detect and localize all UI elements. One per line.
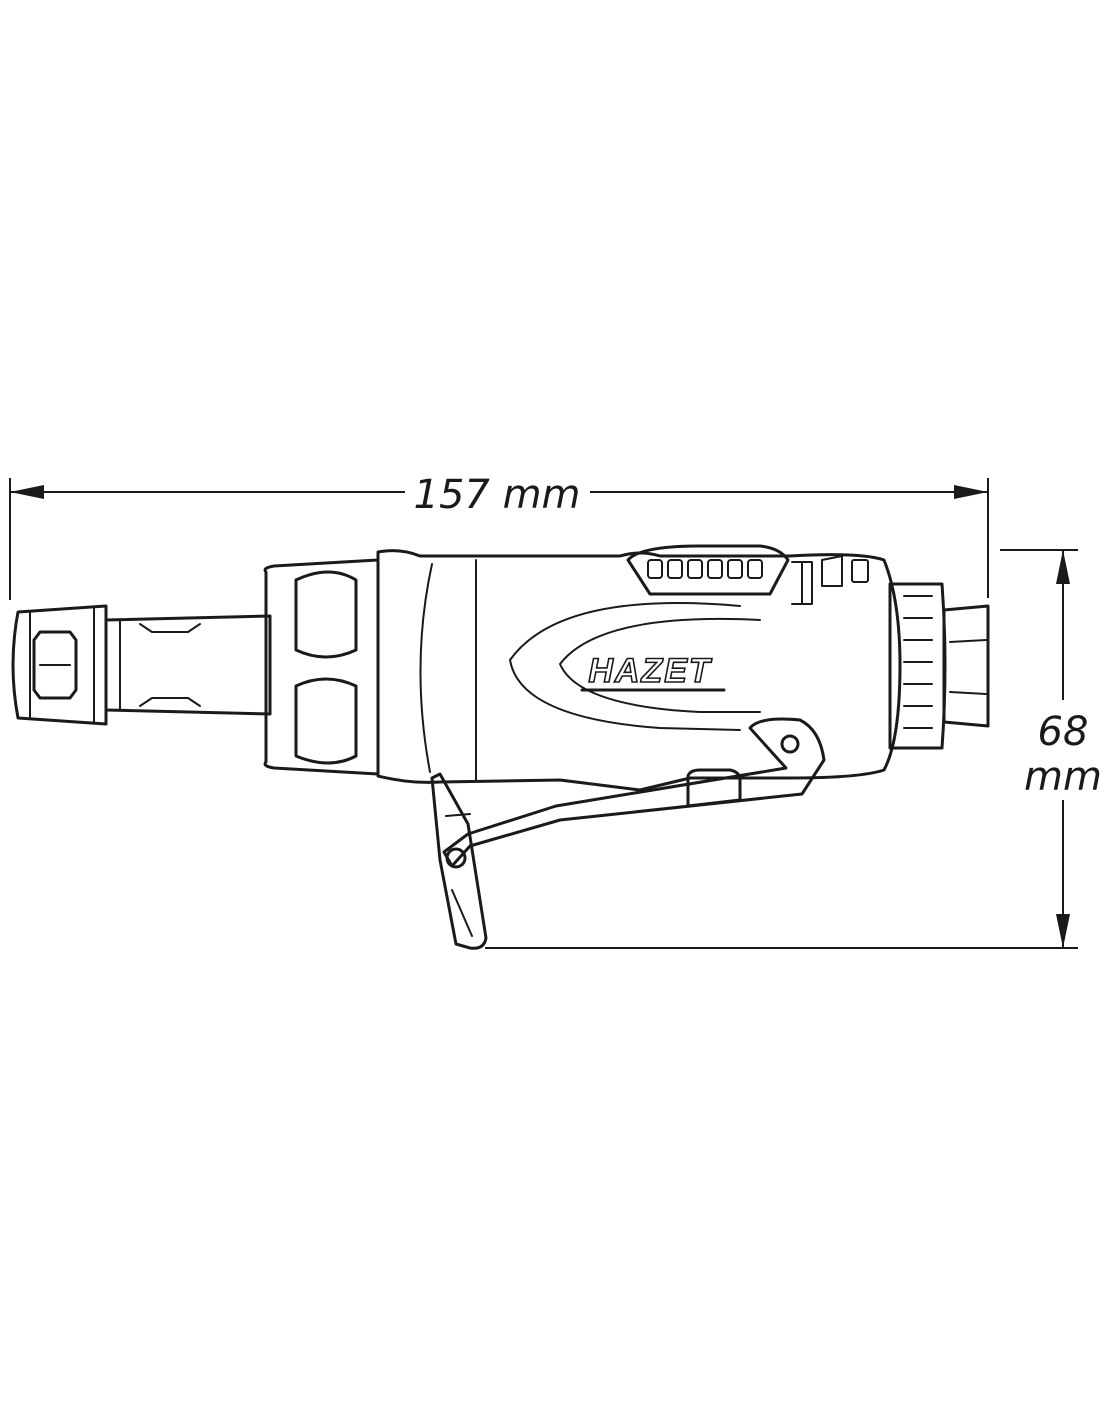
length-arrow-right (954, 485, 988, 499)
length-dimension: 157 mm (9, 472, 989, 600)
front-housing (263, 558, 380, 776)
length-arrow-left (10, 485, 44, 499)
side-markings (791, 555, 869, 605)
height-arrow-bottom (1056, 914, 1070, 948)
height-arrow-top (1056, 550, 1070, 584)
collet-nut (11, 604, 108, 726)
lever-hinge (445, 847, 467, 869)
height-unit: mm (1024, 754, 1100, 800)
die-grinder-illustration: HAZET (11, 544, 990, 950)
safety-lever (430, 772, 488, 950)
throttle-lever (442, 717, 826, 869)
height-value: 68 (1038, 709, 1089, 755)
lever-pivot (780, 734, 800, 754)
brand-logo: HAZET (588, 652, 713, 690)
air-inlet-fitting (942, 604, 990, 728)
speed-regulator (626, 544, 790, 596)
height-dimension: 68 mm (485, 549, 1100, 949)
spindle-shaft (104, 614, 272, 716)
length-label: 157 mm (414, 472, 581, 518)
